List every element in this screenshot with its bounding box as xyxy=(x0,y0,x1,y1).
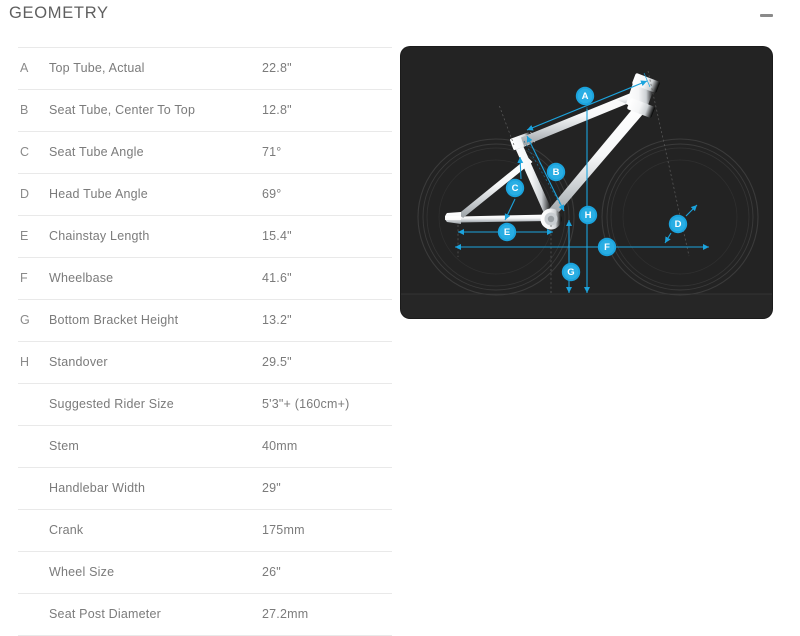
table-row: B Seat Tube, Center To Top 12.8" xyxy=(18,89,392,131)
spec-label: Standover xyxy=(49,355,108,369)
spec-label: Head Tube Angle xyxy=(49,187,148,201)
spec-label: Wheel Size xyxy=(49,565,115,579)
callout-bubble-inner xyxy=(507,180,523,196)
spec-label: Bottom Bracket Height xyxy=(49,313,179,327)
spec-label: Handlebar Width xyxy=(49,481,146,495)
spec-label: Top Tube, Actual xyxy=(49,61,145,75)
table-row: Handlebar Width 29" xyxy=(18,467,392,509)
table-row: G Bottom Bracket Height 13.2" xyxy=(18,299,392,341)
callout-letter: F xyxy=(604,242,610,253)
spec-key: A xyxy=(20,61,29,75)
table-row: A Top Tube, Actual 22.8" xyxy=(18,47,392,89)
spec-key: D xyxy=(20,187,30,201)
spec-value: 15.4" xyxy=(262,229,292,243)
spec-value: 71° xyxy=(262,145,282,159)
callout-bubble-inner xyxy=(577,88,593,104)
callout-B-dimension xyxy=(526,135,565,212)
spec-key: B xyxy=(20,103,29,117)
callout-C-dimension xyxy=(504,156,524,221)
spec-label: Seat Tube Angle xyxy=(49,145,144,159)
table-row: C Seat Tube Angle 71° xyxy=(18,131,392,173)
spec-value: 13.2" xyxy=(262,313,292,327)
minus-icon xyxy=(760,14,773,17)
callout-C[interactable]: C xyxy=(505,178,525,198)
callout-bubble-inner xyxy=(580,207,596,223)
section-header: GEOMETRY xyxy=(0,0,800,34)
callout-A[interactable]: A xyxy=(575,86,595,106)
spec-key: F xyxy=(20,271,28,285)
table-row: Crank 175mm xyxy=(18,509,392,551)
spec-label: Wheelbase xyxy=(49,271,114,285)
ground-band xyxy=(401,294,772,318)
table-row: Wheel Size 26" xyxy=(18,551,392,593)
spec-value: 5'3"+ (160cm+) xyxy=(262,397,350,411)
spec-value: 26" xyxy=(262,565,281,579)
spec-value: 27.2mm xyxy=(262,607,309,621)
spec-value: 29" xyxy=(262,481,281,495)
front-wheel-ghost xyxy=(601,138,759,296)
table-row: Seat Post Diameter 27.2mm xyxy=(18,593,392,636)
spec-value: 29.5" xyxy=(262,355,292,369)
callout-bubble-inner xyxy=(599,239,615,255)
callout-labels: A B C D E F G H xyxy=(497,86,688,282)
bike-geometry-diagram: A B C D E F G H xyxy=(401,47,772,318)
bike-diagram-svg: A B C D E F G H xyxy=(401,47,772,318)
spec-value: 69° xyxy=(262,187,282,201)
callout-D-dimension xyxy=(664,204,698,244)
callout-bubble-inner xyxy=(563,264,579,280)
callout-letter: C xyxy=(512,183,519,194)
table-row: Stem 40mm xyxy=(18,425,392,467)
spec-value: 12.8" xyxy=(262,103,292,117)
spec-value: 40mm xyxy=(262,439,298,453)
callout-E[interactable]: E xyxy=(497,222,517,242)
callout-D[interactable]: D xyxy=(668,214,688,234)
spec-key: C xyxy=(20,145,30,159)
page-title: GEOMETRY xyxy=(9,4,109,22)
callout-F[interactable]: F xyxy=(597,237,617,257)
spec-label: Chainstay Length xyxy=(49,229,150,243)
spec-label: Seat Tube, Center To Top xyxy=(49,103,196,117)
spec-value: 41.6" xyxy=(262,271,292,285)
callout-letter: A xyxy=(582,91,589,102)
spec-key: G xyxy=(20,313,30,327)
callout-letter: B xyxy=(553,167,560,178)
callout-A-dimension xyxy=(526,72,651,131)
callout-letter: G xyxy=(567,267,574,278)
table-row: D Head Tube Angle 69° xyxy=(18,173,392,215)
table-row: H Standover 29.5" xyxy=(18,341,392,383)
spec-key: H xyxy=(20,355,30,369)
spec-value: 22.8" xyxy=(262,61,292,75)
callout-letter: H xyxy=(585,210,592,221)
callout-letter: E xyxy=(504,227,510,238)
callout-G[interactable]: G xyxy=(561,262,581,282)
callout-bubble-inner xyxy=(670,216,686,232)
callout-bubble-inner xyxy=(499,224,515,240)
callout-letter: D xyxy=(675,219,682,230)
table-row: F Wheelbase 41.6" xyxy=(18,257,392,299)
spec-key: E xyxy=(20,229,29,243)
spec-label: Crank xyxy=(49,523,84,537)
callout-H[interactable]: H xyxy=(578,205,598,225)
collapse-section-button[interactable] xyxy=(756,7,778,25)
spec-label: Seat Post Diameter xyxy=(49,607,161,621)
callout-B[interactable]: B xyxy=(546,162,566,182)
spec-label: Stem xyxy=(49,439,79,453)
spec-value: 175mm xyxy=(262,523,305,537)
geometry-spec-table: A Top Tube, Actual 22.8" B Seat Tube, Center… xyxy=(18,47,392,636)
callout-bubble-inner xyxy=(548,164,564,180)
spec-label: Suggested Rider Size xyxy=(49,397,174,411)
table-row: E Chainstay Length 15.4" xyxy=(18,215,392,257)
table-row: Suggested Rider Size 5'3"+ (160cm+) xyxy=(18,383,392,425)
